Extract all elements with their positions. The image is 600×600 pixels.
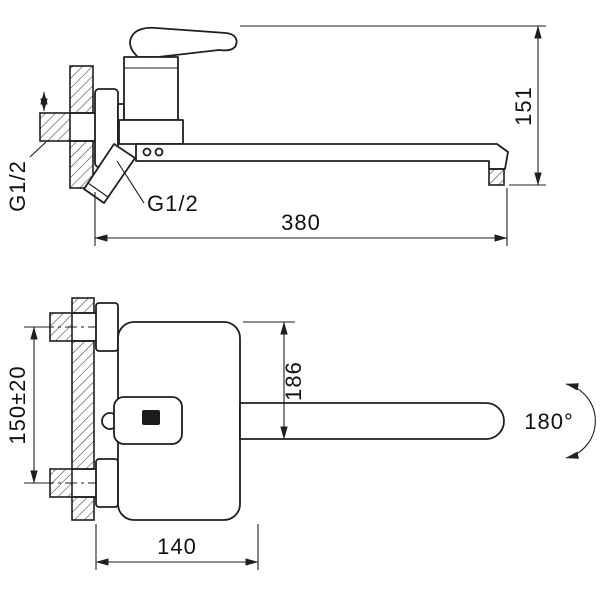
dim-186: 186 bbox=[243, 321, 306, 440]
dim-151: 151 bbox=[240, 25, 546, 186]
spout-side bbox=[135, 143, 509, 170]
diagonal-outlet-fitting bbox=[83, 143, 136, 204]
spout-screw-right bbox=[154, 147, 164, 157]
escutcheon-bottom bbox=[95, 458, 119, 508]
spout-front bbox=[239, 402, 505, 440]
supply-pipe-section bbox=[39, 112, 71, 142]
swivel-indicator: 180° bbox=[524, 383, 596, 459]
dim-380: 380 bbox=[94, 188, 508, 246]
wall-front-upper bbox=[71, 297, 95, 314]
swivel-angle-label: 180° bbox=[524, 409, 574, 434]
dim-reach-label: 380 bbox=[281, 210, 321, 235]
wall-section-upper bbox=[69, 65, 94, 114]
thread-inlet-leader bbox=[29, 141, 47, 158]
escutcheon-top bbox=[95, 302, 119, 352]
front-view: 186 150±20 140 180° bbox=[5, 297, 596, 570]
aerator bbox=[488, 168, 505, 186]
lower-housing bbox=[118, 119, 184, 145]
cartridge-body bbox=[123, 56, 179, 121]
handle-lever bbox=[129, 26, 238, 58]
spout-screw-left bbox=[142, 147, 152, 157]
fitting-seam bbox=[87, 182, 109, 198]
thread-outlet-leader bbox=[116, 160, 145, 204]
dim-depth-label: 140 bbox=[157, 534, 197, 559]
wall-front-lower bbox=[71, 496, 95, 521]
swivel-arc-arrow bbox=[565, 383, 596, 459]
wall-front-middle bbox=[71, 340, 95, 470]
dim-150-20: 150±20 bbox=[5, 326, 48, 484]
dim-mounting-centers-label: 150±20 bbox=[5, 365, 30, 444]
dim-spout-height-label: 186 bbox=[281, 361, 306, 401]
dim-140: 140 bbox=[95, 524, 259, 570]
thread-inlet-label: G1/2 bbox=[5, 160, 30, 212]
top-view: 151 380 G1/2 G1/2 bbox=[5, 25, 546, 246]
brand-logo-icon bbox=[142, 410, 160, 425]
thread-labels: G1/2 G1/2 bbox=[5, 141, 199, 216]
dim-height-label: 151 bbox=[511, 86, 536, 126]
thread-outlet-label: G1/2 bbox=[147, 191, 199, 216]
